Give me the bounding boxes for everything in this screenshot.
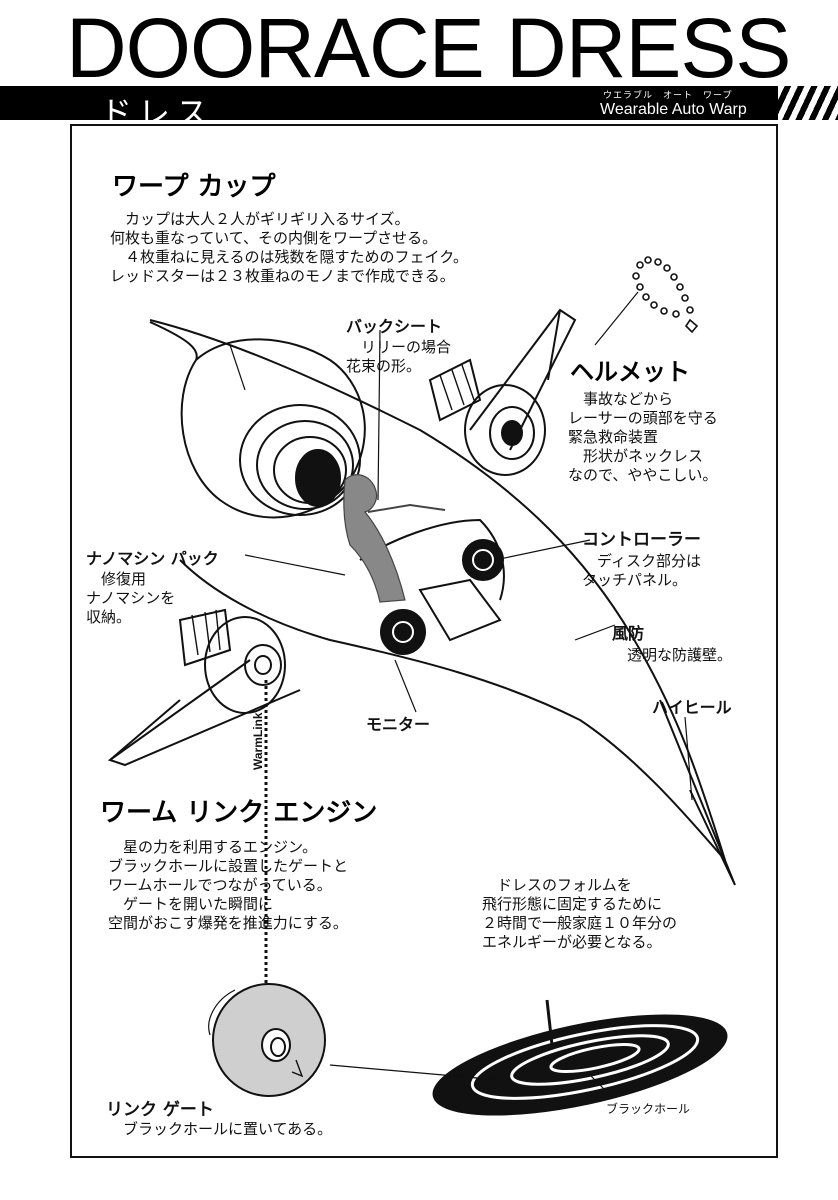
helmet-heading: ヘルメット [570,358,690,386]
monitor-label: モニター [366,715,431,734]
warp-cup-rings [239,404,361,516]
pilot-silhouette [343,474,406,603]
form-note-text: ドレスのフォルムを 飛行形態に固定するために ２時間で一般家庭１０年分の エネル… [482,876,678,951]
subtitle-ruby: ウエラブル オート ワープ [603,91,733,101]
link-gate-heading: リンク ゲート [106,1100,214,1120]
lower-engine [204,616,286,714]
high-heel-label: ハイヒール [652,698,732,717]
back-seat-heading: バックシート [346,317,443,336]
monitor-disc [380,609,426,655]
warm-link-label: WarmLink [251,712,265,770]
black-hole-label: ブラックホール [606,1102,691,1116]
controller-text: ディスク部分は タッチパネル。 [582,552,701,589]
helmet-necklace [632,256,699,334]
lower-wing [107,659,301,767]
subtitle-english: Wearable Auto Warp [600,101,747,118]
back-seat-text: リリーの場合 花束の形。 [346,338,452,375]
warp-cup-outline [149,321,366,519]
black-hole [329,999,728,1116]
nanomachine-pack-text: 修復用 ナノマシンを 収納。 [86,570,176,626]
upper-engine [464,384,546,476]
page-title: DOORACE DRESS [66,1,791,95]
hull-outline [149,319,726,861]
windshield-text: 透明な防護壁。 [612,646,733,664]
controller-heading: コントローラー [582,530,701,550]
windshield-heading: 風防 [612,624,645,643]
illustration-panel [70,124,778,1158]
engine-heading: ワーム リンク エンジン [100,798,378,828]
nanomachine-pack-heading: ナノマシン パック [86,549,219,568]
warp-cup-text: カップは大人２人がギリギリ入るサイズ。 何枚も重なっていて、その内側をワープさせ… [110,210,469,285]
link-gate [208,983,326,1097]
stripe-decoration [778,86,838,120]
warp-cup-heading: ワープ カップ [112,172,276,202]
link-gate-text: ブラックホールに置いてある。 [108,1120,333,1138]
upper-wing [469,308,577,451]
helmet-text: 事故などから レーサーの頭部を守る 緊急救命装置 形状がネックレス なので、やや… [568,390,718,484]
title-bar [0,86,838,120]
engine-text: 星の力を利用するエンジン。 ブラックホールに設置したゲートと ワームホールでつな… [108,838,349,932]
